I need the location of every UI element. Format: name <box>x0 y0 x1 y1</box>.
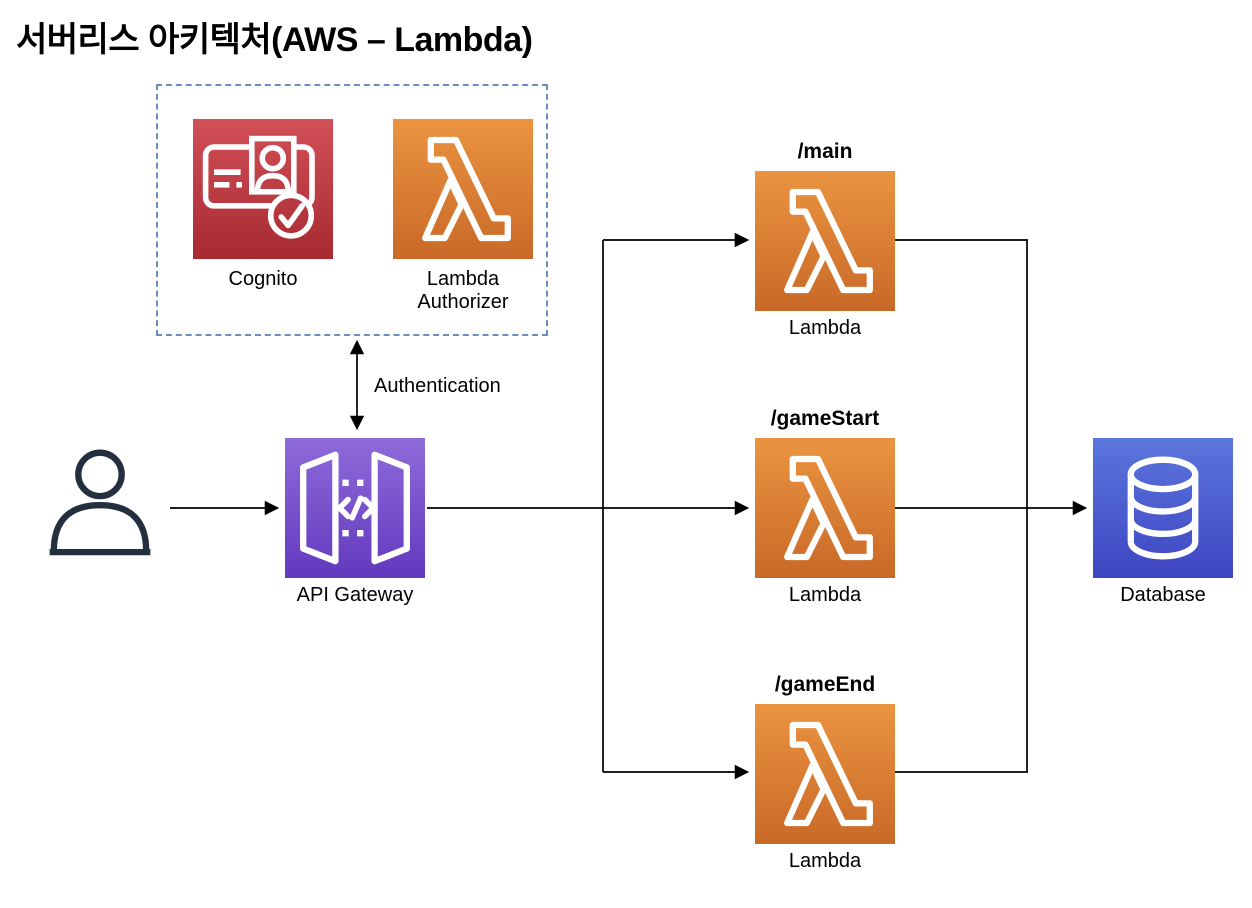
lambda-gameend-label: Lambda <box>788 850 862 872</box>
cognito-id-card-icon <box>193 119 333 259</box>
lambda-authorizer-label: Lambda Authorizer <box>417 268 509 313</box>
auth-group-box <box>156 84 548 336</box>
lambda-authorizer-icon <box>393 119 533 259</box>
api-gateway-icon <box>285 438 425 578</box>
page-title: 서버리스 아키텍처(AWS – Lambda) <box>16 21 533 59</box>
lambda-main-label: Lambda <box>788 317 862 339</box>
database-label: Database <box>1120 584 1206 606</box>
lambda-gamestart-icon <box>755 438 895 578</box>
lambda-gamestart-label: Lambda <box>788 584 862 606</box>
route-path-gamestart: /gameStart <box>770 407 880 430</box>
user-icon <box>49 449 151 556</box>
cognito-label: Cognito <box>228 268 298 290</box>
authentication-arrow-label: Authentication <box>374 375 501 397</box>
route-path-gameend: /gameEnd <box>774 673 876 696</box>
lambda-main-icon <box>755 171 895 311</box>
lambda-gameend-icon <box>755 704 895 844</box>
database-cylinder-icon <box>1093 438 1233 578</box>
api-gateway-label: API Gateway <box>296 584 414 606</box>
route-path-main: /main <box>797 140 853 163</box>
